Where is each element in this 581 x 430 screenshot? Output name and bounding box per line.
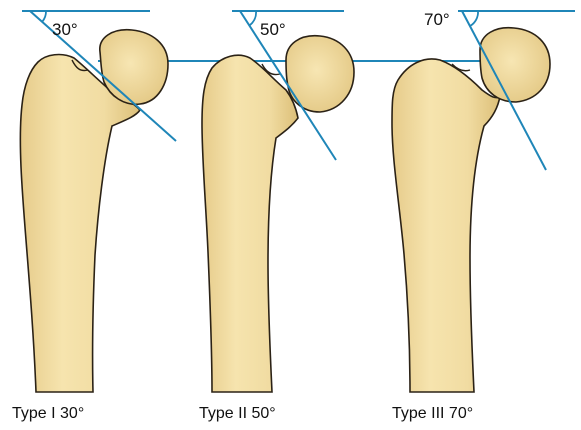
caption-type-1: Type I 30° [12, 405, 84, 423]
angle-arc-type-3 [470, 11, 478, 26]
femur-shaft-type-1 [20, 55, 140, 392]
caption-type-2: Type II 50° [199, 405, 276, 423]
angle-text-type-3: 70° [424, 10, 450, 29]
caption-type-3: Type III 70° [392, 405, 473, 423]
angle-text-type-2: 50° [260, 20, 286, 39]
femur-shaft-type-3 [392, 59, 500, 392]
angle-text-type-1: 30° [52, 20, 78, 39]
femur-type-1: 30° [20, 11, 176, 392]
femoral-head-type-2 [286, 36, 354, 112]
angle-arc-type-2 [250, 11, 256, 25]
angle-arc-type-1 [42, 11, 46, 22]
femur-type-3: 70° [392, 10, 575, 392]
femur-shaft-type-2 [202, 55, 298, 392]
femur-type-2: 50° [202, 11, 354, 392]
